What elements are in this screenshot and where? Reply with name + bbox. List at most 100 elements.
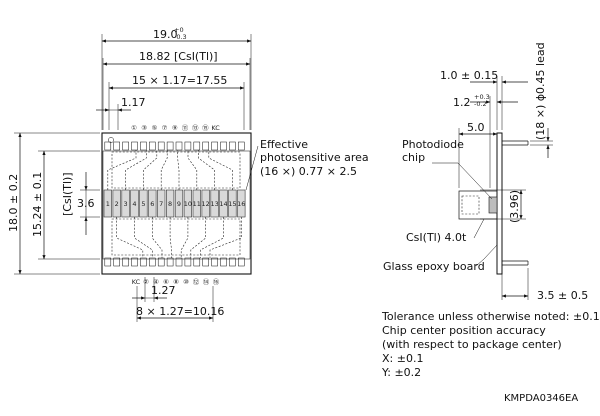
trace xyxy=(177,150,180,190)
bottom-pad xyxy=(149,257,156,267)
drawing-code: KMPDA0346EA xyxy=(504,393,578,404)
bottom-pad xyxy=(113,257,120,267)
top-pad xyxy=(202,141,209,151)
top-pin-label: ⑦ xyxy=(162,124,168,132)
cell-number: 6 xyxy=(150,200,154,208)
cell-number: 5 xyxy=(141,200,145,208)
cell-number: 10 xyxy=(184,200,192,208)
trace xyxy=(125,150,147,190)
bottom-pad-row xyxy=(104,257,245,267)
top-pad xyxy=(157,141,165,151)
csi-depth-dimension: 5.0 xyxy=(467,121,485,134)
trace xyxy=(107,150,137,190)
top-pin-label: ① xyxy=(131,124,137,132)
cell-number: 14 xyxy=(219,200,227,208)
bottom-pad xyxy=(140,257,147,267)
bottom-pad xyxy=(229,257,236,267)
top-pad xyxy=(238,141,245,151)
note-line-0: Tolerance unless otherwise noted: ±0.1 xyxy=(381,310,600,323)
area-label-line3: (16 ×) 0.77 × 2.5 xyxy=(260,165,357,178)
top-pad xyxy=(229,141,236,151)
width-tol-upper: +0 xyxy=(174,26,184,34)
bottom-pin-label: ⑯ xyxy=(213,278,220,286)
photodiode-chip xyxy=(488,196,498,214)
csi-height-label: [CsI(Tl)] xyxy=(61,172,74,216)
top-pin-label: KC xyxy=(211,124,220,132)
trace xyxy=(160,150,168,190)
bottom-pin-label: ④ xyxy=(153,278,159,286)
trace xyxy=(200,217,224,258)
cell-number: 15 xyxy=(228,200,236,208)
csi-width-dimension: 18.82 [CsI(Tl)] xyxy=(139,50,218,63)
top-pad xyxy=(131,141,138,151)
chip-label: chip xyxy=(402,151,425,164)
top-pin-label: ⑨ xyxy=(172,124,178,132)
bottom-pad xyxy=(122,257,129,267)
cell-number: 11 xyxy=(193,200,201,208)
bottom-pin-label: KC xyxy=(132,278,141,286)
cell-number: 13 xyxy=(210,200,218,208)
cell-number: 16 xyxy=(237,200,245,208)
height-dimension: 18.0 ± 0.2 xyxy=(7,174,20,232)
top-pad xyxy=(184,141,192,151)
pitch-dimension: 1.17 xyxy=(121,96,146,109)
top-pin-label: ⑬ xyxy=(192,124,199,132)
board-label: Glass epoxy board xyxy=(383,260,485,273)
top-pad xyxy=(166,141,174,151)
csi-label: CsI(Tl) 4.0t xyxy=(406,231,467,244)
top-pad xyxy=(140,141,147,151)
bottom-pad xyxy=(220,257,227,267)
trace xyxy=(190,217,206,258)
note-line-2: (with respect to package center) xyxy=(382,338,562,351)
top-pin-label: ⑪ xyxy=(182,124,189,132)
cell-number: 4 xyxy=(132,200,136,208)
trace xyxy=(208,150,233,190)
lead-length-dimension: 3.5 ± 0.5 xyxy=(537,289,588,302)
top-pad xyxy=(211,141,218,151)
bottom-pin-label: ⑫ xyxy=(193,278,200,286)
area-label-line2: photosensitive area xyxy=(260,151,369,164)
top-pin-label: ⑮ xyxy=(202,124,209,132)
cell-number: 9 xyxy=(177,200,181,208)
glass-epoxy-board xyxy=(496,132,503,275)
note-line-3: X: ±0.1 xyxy=(382,352,423,365)
trace xyxy=(209,217,242,258)
notes-block: Tolerance unless otherwise noted: ±0.1 C… xyxy=(381,310,600,379)
cell-number: 7 xyxy=(159,200,163,208)
bottom-pad xyxy=(193,257,201,267)
chip-offset-tol-lower: -0.2 xyxy=(474,100,487,108)
bottom-pad xyxy=(175,257,183,267)
top-pad xyxy=(113,141,120,151)
bottom-pad xyxy=(166,257,174,267)
cell-number: 2 xyxy=(115,200,119,208)
width-tol-lower: -0.3 xyxy=(174,33,187,41)
csi-height-side-dimension: (3.96) xyxy=(508,190,521,223)
bottom-pin-label: ⑧ xyxy=(173,278,179,286)
bottom-pin-label: ⑭ xyxy=(203,278,210,286)
photodiode-label: Photodiode xyxy=(402,138,464,151)
bottom-pad xyxy=(202,257,209,267)
cell-number: 3 xyxy=(124,200,128,208)
top-pad xyxy=(193,141,201,151)
pin-pitch-dimension: 1.27 xyxy=(151,284,176,297)
bottom-pad xyxy=(131,257,138,267)
bottom-pad xyxy=(157,257,165,267)
trace xyxy=(169,217,172,258)
side-view: 1.0 ± 0.15 1.2 +0.3 -0.2 5.0 (18 ×) ϕ0.4… xyxy=(383,42,588,302)
bottom-pin-label: ⑥ xyxy=(163,278,169,286)
chip-offset-tol-upper: +0.3 xyxy=(474,93,490,101)
top-pin-label: ③ xyxy=(141,124,147,132)
trace xyxy=(198,150,215,190)
board-thickness-dimension: 1.0 ± 0.15 xyxy=(440,69,498,82)
note-line-4: Y: ±0.2 xyxy=(381,366,421,379)
top-pad-row xyxy=(104,141,245,151)
bottom-pin-label: ② xyxy=(143,278,149,286)
width-dimension: 19.0 xyxy=(153,28,178,41)
lead-diameter-dimension: (18 ×) ϕ0.45 lead xyxy=(534,42,547,140)
top-pad xyxy=(175,141,183,151)
bottom-pad xyxy=(104,257,112,267)
